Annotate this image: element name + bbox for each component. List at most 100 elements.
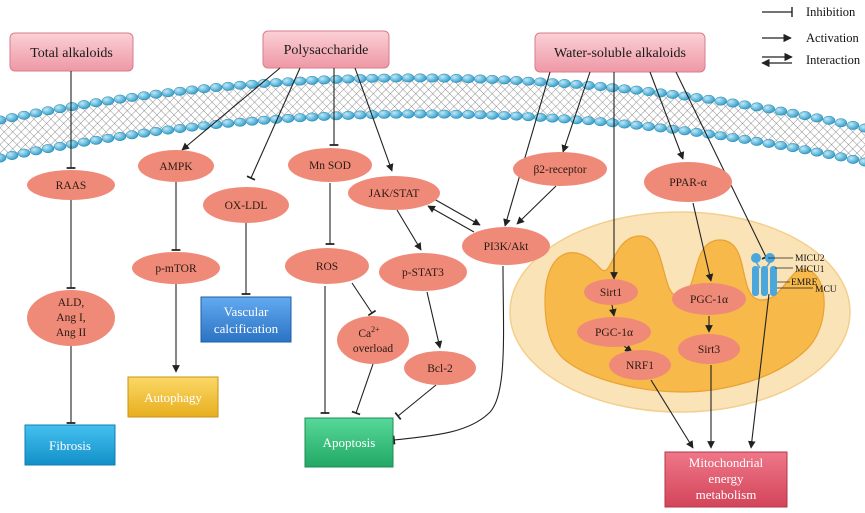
edge-ca-apoptosis: [351, 363, 374, 416]
membrane-bead-icon: [113, 132, 127, 141]
membrane-bead-icon: [834, 152, 848, 162]
node-shape: [672, 283, 746, 315]
membrane-bead-icon: [510, 111, 523, 121]
membrane-bead-icon: [654, 123, 667, 133]
membrane-bead-icon: [666, 124, 679, 134]
edge-jakstat-pstat3: [396, 209, 422, 251]
node-pgc1a-right: PGC-1α: [672, 283, 746, 315]
node-pi3k-label: PI3K/Akt: [484, 241, 530, 253]
membrane-bead-icon: [546, 113, 559, 123]
node-ald-line3: Ang II: [56, 327, 87, 339]
membrane-bead-icon: [77, 137, 91, 147]
membrane-bead-icon: [137, 128, 151, 138]
membrane-bead-icon: [498, 111, 511, 121]
membrane-bead-icon: [702, 94, 715, 104]
membrane-bead-icon: [534, 77, 547, 87]
node-shape: [644, 162, 732, 202]
membrane-bead-icon: [426, 73, 439, 83]
membrane-bead-icon: [450, 73, 463, 83]
outcome-vascular-calcification: Vascular calcification: [200, 296, 292, 343]
membrane-bead-icon: [185, 85, 199, 95]
edge-pi3k-jakstat: [427, 205, 475, 233]
membrane-bead-icon: [786, 143, 800, 153]
outcome-mito-line3: metabolism: [696, 487, 757, 502]
membrane-bead-icon: [630, 85, 643, 95]
membrane-bead-icon: [65, 102, 79, 112]
membrane-bead-icon: [329, 111, 343, 121]
node-ca-superscript: 2+: [371, 325, 380, 334]
membrane-bead-icon: [810, 147, 824, 157]
membrane-bead-icon: [750, 102, 764, 112]
membrane-bead-icon: [317, 75, 331, 85]
membrane-bead-icon: [185, 122, 199, 132]
node-ampk: AMPK: [138, 150, 214, 182]
membrane-bead-icon: [77, 100, 91, 110]
node-shape: [404, 351, 476, 385]
node-nrf1-label: NRF1: [626, 360, 654, 372]
edge-wsa-mcu: [675, 71, 771, 260]
node-pgc1a-left-label: PGC-1α: [595, 327, 633, 339]
membrane-bead-icon: [113, 94, 127, 104]
membrane-bead-icon: [41, 144, 55, 154]
node-ampk-label: AMPK: [159, 161, 193, 173]
membrane-bead-icon: [570, 79, 583, 89]
membrane-bead-icon: [738, 134, 751, 144]
membrane-bead-icon: [606, 118, 619, 128]
membrane-bead-icon: [558, 79, 571, 88]
node-oxldl: OX-LDL: [203, 187, 289, 223]
membrane-bead-icon: [257, 115, 271, 125]
node-shape: [138, 150, 214, 182]
edge-bcl2-apoptosis: [394, 384, 437, 420]
edge-poly-ampk: [181, 67, 281, 151]
membrane-bead-icon: [522, 112, 535, 122]
node-shape: [462, 227, 550, 265]
membrane-bead-icon: [305, 75, 319, 85]
node-ca-label: Ca2+: [358, 325, 380, 340]
membrane-bead-icon: [714, 96, 727, 106]
edge-wsa-b2receptor: [561, 71, 591, 153]
edge-wsa-pi3k: [503, 71, 551, 227]
source-box: [262, 30, 390, 69]
membrane-bead-icon: [5, 151, 19, 160]
mcu-channel: MICU2 MICU1 EMRE MCU: [751, 253, 837, 296]
node-shape: [513, 152, 607, 186]
membrane-bead-icon: [594, 117, 607, 127]
micu2-label: MICU2: [795, 254, 825, 264]
node-shape: [584, 279, 638, 305]
node-pi3k: PI3K/Akt: [462, 227, 550, 265]
edge-jakstat-pi3k: [433, 198, 481, 226]
membrane-bead-icon: [678, 91, 691, 101]
membrane-bead-icon: [17, 110, 31, 120]
membrane-bead-icon: [161, 125, 175, 135]
legend-interaction: Interaction: [761, 52, 861, 68]
outcome-box: [200, 296, 292, 343]
membrane-bead-icon: [462, 74, 475, 84]
membrane-bead-icon: [281, 113, 295, 123]
edge-mcu-mito-metabolism: [747, 293, 770, 449]
outcome-fibrosis: Fibrosis: [24, 424, 116, 466]
node-sirt3: Sirt3: [678, 334, 740, 364]
node-pmtor-label: p-mTOR: [155, 263, 197, 275]
membrane-bead-icon: [774, 141, 788, 150]
membrane-bead-icon: [774, 106, 788, 116]
membrane-bead-icon: [89, 98, 103, 108]
membrane-bead-icon: [582, 116, 595, 126]
outcome-fibrosis-label: Fibrosis: [49, 438, 91, 453]
node-nrf1: NRF1: [609, 350, 671, 380]
membrane-beads-top: [0, 73, 865, 133]
membrane-bead-icon: [101, 96, 115, 106]
membrane-bead-icon: [377, 109, 391, 119]
membrane-bead-icon: [642, 122, 655, 131]
node-ald-line1: ALD,: [58, 297, 85, 309]
micu-stalk-icon: [765, 261, 771, 269]
membrane-bead-icon: [786, 108, 800, 118]
node-pstat3: p-STAT3: [379, 253, 467, 291]
outcome-autophagy: Autophagy: [127, 376, 219, 418]
membrane-bead-icon: [642, 87, 655, 96]
membrane-bead-icon: [221, 118, 235, 128]
membrane-bead-icon: [738, 100, 751, 110]
node-shape: [203, 187, 289, 223]
membrane-bead-icon: [762, 104, 776, 114]
source-box: [534, 32, 706, 73]
edge-nrf1-mito-metabolism: [650, 379, 694, 449]
